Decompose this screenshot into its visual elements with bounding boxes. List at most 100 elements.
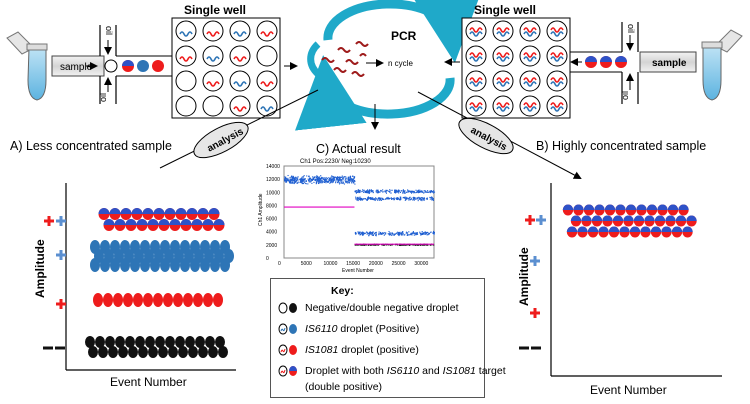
y-tick-label: 4000 <box>266 230 277 236</box>
scatter-point <box>407 189 409 192</box>
droplet <box>109 208 121 214</box>
droplet <box>570 215 582 221</box>
scatter-point <box>431 191 433 193</box>
droplet <box>604 204 616 210</box>
scatter-point <box>398 192 400 194</box>
scatter-point <box>425 198 428 200</box>
droplet <box>186 208 198 214</box>
scatter-point <box>317 177 319 179</box>
scatter-point <box>287 177 289 179</box>
scatter-point <box>423 197 425 199</box>
scatter-point <box>385 192 388 194</box>
scatter-point <box>433 233 435 235</box>
right-sample-tube <box>701 29 743 101</box>
scatter-point <box>378 198 380 200</box>
droplet <box>208 346 218 358</box>
scatter-point <box>359 191 361 193</box>
scatter-point <box>314 179 316 181</box>
left-red-droplet <box>152 60 164 72</box>
scatter-point <box>384 190 386 192</box>
scatter-point <box>384 232 386 234</box>
x-tick-label: 0 <box>278 261 281 267</box>
scatter-point <box>361 231 363 233</box>
droplet <box>213 293 223 307</box>
scatter-point <box>340 179 342 181</box>
scatter-point <box>388 230 390 233</box>
scatter-point <box>313 181 315 183</box>
scatter-point <box>386 190 388 192</box>
droplet <box>203 293 213 307</box>
scatter-point <box>372 234 374 236</box>
dna-squiggle <box>550 52 564 58</box>
droplet <box>128 346 138 358</box>
scatter-point <box>313 177 315 179</box>
scatter-point <box>400 197 402 200</box>
scatter-point <box>302 181 304 183</box>
scatter-point <box>417 244 419 246</box>
scatter-point <box>358 198 360 201</box>
scatter-point <box>347 182 349 184</box>
scatter-point <box>351 180 353 182</box>
scatter-point <box>311 179 313 181</box>
dna-squiggle <box>260 106 274 112</box>
scatter-point <box>427 233 429 235</box>
scatter-point <box>358 192 360 194</box>
y-tick-label: 0 <box>266 256 269 262</box>
scatter-point <box>315 178 317 181</box>
scatter-point <box>377 192 379 194</box>
scatter-point <box>401 190 403 192</box>
well-cell <box>546 95 568 117</box>
droplet <box>665 215 676 221</box>
scatter-point <box>363 191 365 193</box>
scatter-point <box>413 234 415 236</box>
y-tick-label: 10000 <box>266 190 280 196</box>
scatter-point <box>321 179 323 181</box>
scatter-point <box>337 179 339 181</box>
key-row-double-positive-cont: (double positive) <box>305 381 383 393</box>
scatter-point <box>362 198 365 200</box>
double-positive-droplet-icon <box>278 365 297 377</box>
scatter-point <box>288 179 290 181</box>
scatter-point <box>361 244 363 246</box>
scatter-point <box>307 178 309 180</box>
scatter-point <box>304 179 306 181</box>
scatter-point <box>336 177 338 180</box>
center-section-title: C) Actual result <box>316 142 401 156</box>
scatter-point <box>429 190 431 192</box>
scatter-point <box>301 180 303 182</box>
scatter-point <box>367 190 369 192</box>
scatter-point <box>342 182 344 184</box>
scatter-point <box>406 244 408 246</box>
scatter-point <box>417 233 419 235</box>
scatter-point <box>398 233 400 235</box>
scatter-point <box>410 232 412 234</box>
scatter-point <box>397 198 399 200</box>
droplet <box>185 336 195 348</box>
right-sample-channel <box>639 51 697 73</box>
scatter-point <box>362 244 364 246</box>
dna-squiggle <box>523 56 537 62</box>
scatter-point <box>367 244 369 246</box>
dna-squiggle <box>550 56 564 62</box>
scatter-point <box>285 176 287 178</box>
scatter-point <box>399 190 401 192</box>
droplet <box>633 215 645 221</box>
is6110-droplet-icon <box>278 323 297 335</box>
scatter-point <box>357 231 359 233</box>
scatter-point <box>380 197 382 199</box>
droplet <box>594 204 605 210</box>
scatter-point <box>361 233 363 235</box>
scatter-point <box>324 178 326 180</box>
minus-marker <box>519 346 529 350</box>
scatter-point <box>374 232 376 235</box>
scatter-point <box>292 182 294 184</box>
droplet <box>95 336 105 348</box>
dna-squiggle <box>233 81 247 87</box>
scatter-point <box>403 196 405 199</box>
droplet <box>591 215 603 221</box>
well-cell <box>229 20 251 42</box>
scatter-point <box>420 191 422 193</box>
scatter-point <box>316 181 318 183</box>
well-cell <box>519 95 541 117</box>
scatter-point <box>405 198 408 200</box>
